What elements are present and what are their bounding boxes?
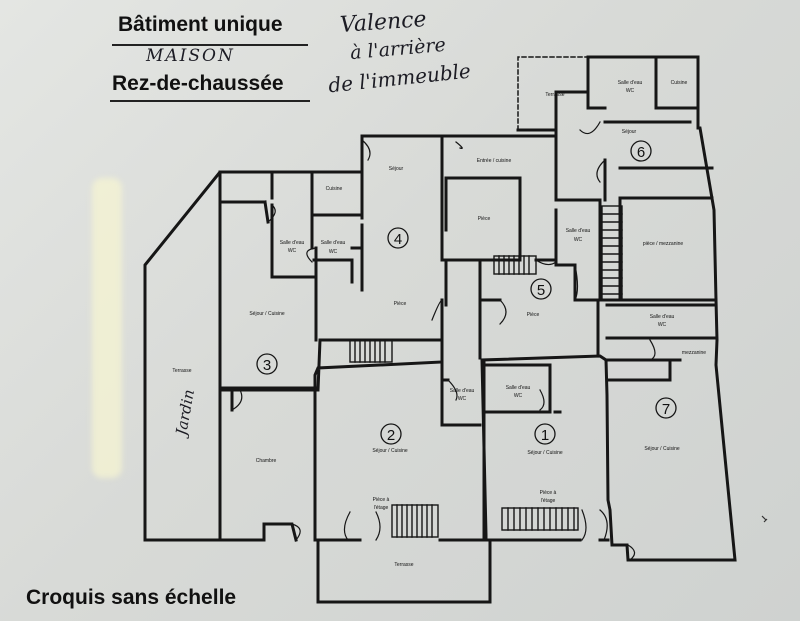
label-piece-etage-1-b: l'étage — [541, 498, 556, 504]
label-piece-5-top: Pièce — [478, 216, 491, 222]
label-sde-4-b: WC — [329, 249, 338, 255]
wall-unit6 — [586, 55, 718, 302]
stairs-unit1 — [501, 507, 579, 531]
label-mezzanine: mezzanine — [682, 350, 706, 356]
label-sejour-cuisine-7: Séjour / Cuisine — [644, 446, 680, 452]
unit-1-circle — [534, 423, 556, 445]
floor-underline — [110, 100, 310, 102]
unit-number-6: 6 — [637, 144, 645, 161]
unit-6-circle — [630, 140, 652, 162]
outer-wall — [143, 55, 737, 604]
unit-number-3: 3 — [263, 357, 271, 374]
label-sde-6-b: WC — [626, 88, 635, 94]
wall-unit1 — [482, 358, 610, 542]
unit-4-circle — [387, 227, 409, 249]
label-sejour-6: Séjour — [622, 129, 637, 135]
wall-unit4 — [312, 134, 482, 342]
label-piece-etage-2-a: Pièce à — [373, 497, 390, 503]
handwritten-maison: MAISON — [146, 46, 235, 66]
stairs-unit2 — [391, 504, 439, 538]
unit-2-circle — [380, 423, 402, 445]
wall-unit5 — [444, 134, 602, 360]
unit-number-2: 2 — [387, 427, 395, 444]
pencil-mark — [761, 515, 768, 523]
label-terrasse-left: Terrasse — [172, 368, 191, 374]
wall-unit2 — [316, 360, 484, 542]
label-sde-1-a: Salle d'eau — [506, 385, 531, 391]
wall-unit3 — [218, 170, 364, 542]
label-sejour-4: Séjour — [389, 166, 404, 172]
footer-note: Croquis sans échelle — [26, 586, 237, 609]
title-underline — [112, 44, 308, 46]
stairs-unit6 — [601, 205, 623, 301]
label-cuisine-3: Cuisine — [326, 186, 343, 192]
unit-3-circle — [256, 353, 278, 375]
label-chambre: Chambre — [256, 458, 277, 464]
label-sejour-cuisine-3: Séjour / Cuisine — [249, 311, 285, 317]
unit-number-7: 7 — [662, 401, 670, 418]
label-cuisine-6: Cuisine — [671, 80, 688, 86]
label-sde-1-b: WC — [514, 393, 523, 399]
highlighter-smudge — [92, 178, 122, 478]
label-sde-5-b: WC — [574, 237, 583, 243]
label-terrasse-left-hand: Jardin — [172, 388, 198, 440]
label-sde-2-a: Salle d'eau — [450, 388, 475, 394]
label-sejour-cuisine-1: Séjour / Cuisine — [527, 450, 563, 456]
label-piece-mezzanine: pièce / mezzanine — [643, 241, 684, 247]
label-terrasse-bottom: Terrasse — [394, 562, 413, 568]
label-sde-5-a: Salle d'eau — [566, 228, 591, 234]
stairs-unit5 — [493, 255, 537, 275]
label-sde-4-a: Salle d'eau — [321, 240, 346, 246]
unit-7-circle — [655, 397, 677, 419]
label-piece-4: Pièce — [394, 301, 407, 307]
unit-number-5: 5 — [537, 282, 545, 299]
label-entree-cuisine: Entrée / cuisine — [477, 158, 512, 164]
label-sde-7-a: Salle d'eau — [650, 314, 675, 320]
terrasse-top-outline — [517, 56, 589, 131]
unit-5-circle — [530, 278, 552, 300]
label-sde-3-a: Salle d'eau — [280, 240, 305, 246]
unit-number-4: 4 — [394, 231, 402, 248]
label-sejour-cuisine-2: Séjour / Cuisine — [372, 448, 408, 454]
building-title: Bâtiment unique — [118, 13, 283, 36]
label-terrasse-top: Terrasse — [545, 92, 564, 98]
label-piece-etage-1-a: Pièce à — [540, 490, 557, 496]
stairs-unit4 — [349, 339, 393, 363]
door-swings — [231, 121, 656, 561]
label-sde-3-b: WC — [288, 248, 297, 254]
label-sde-2-b: WC — [458, 396, 467, 402]
label-piece-etage-2-b: l'étage — [374, 505, 389, 511]
floor-title: Rez-de-chaussée — [112, 72, 284, 95]
label-sde-6-a: Salle d'eau — [618, 80, 643, 86]
label-sde-7-b: WC — [658, 322, 667, 328]
unit-number-1: 1 — [541, 427, 549, 444]
wall-unit7 — [605, 303, 718, 382]
label-piece-5: Pièce — [527, 312, 540, 318]
